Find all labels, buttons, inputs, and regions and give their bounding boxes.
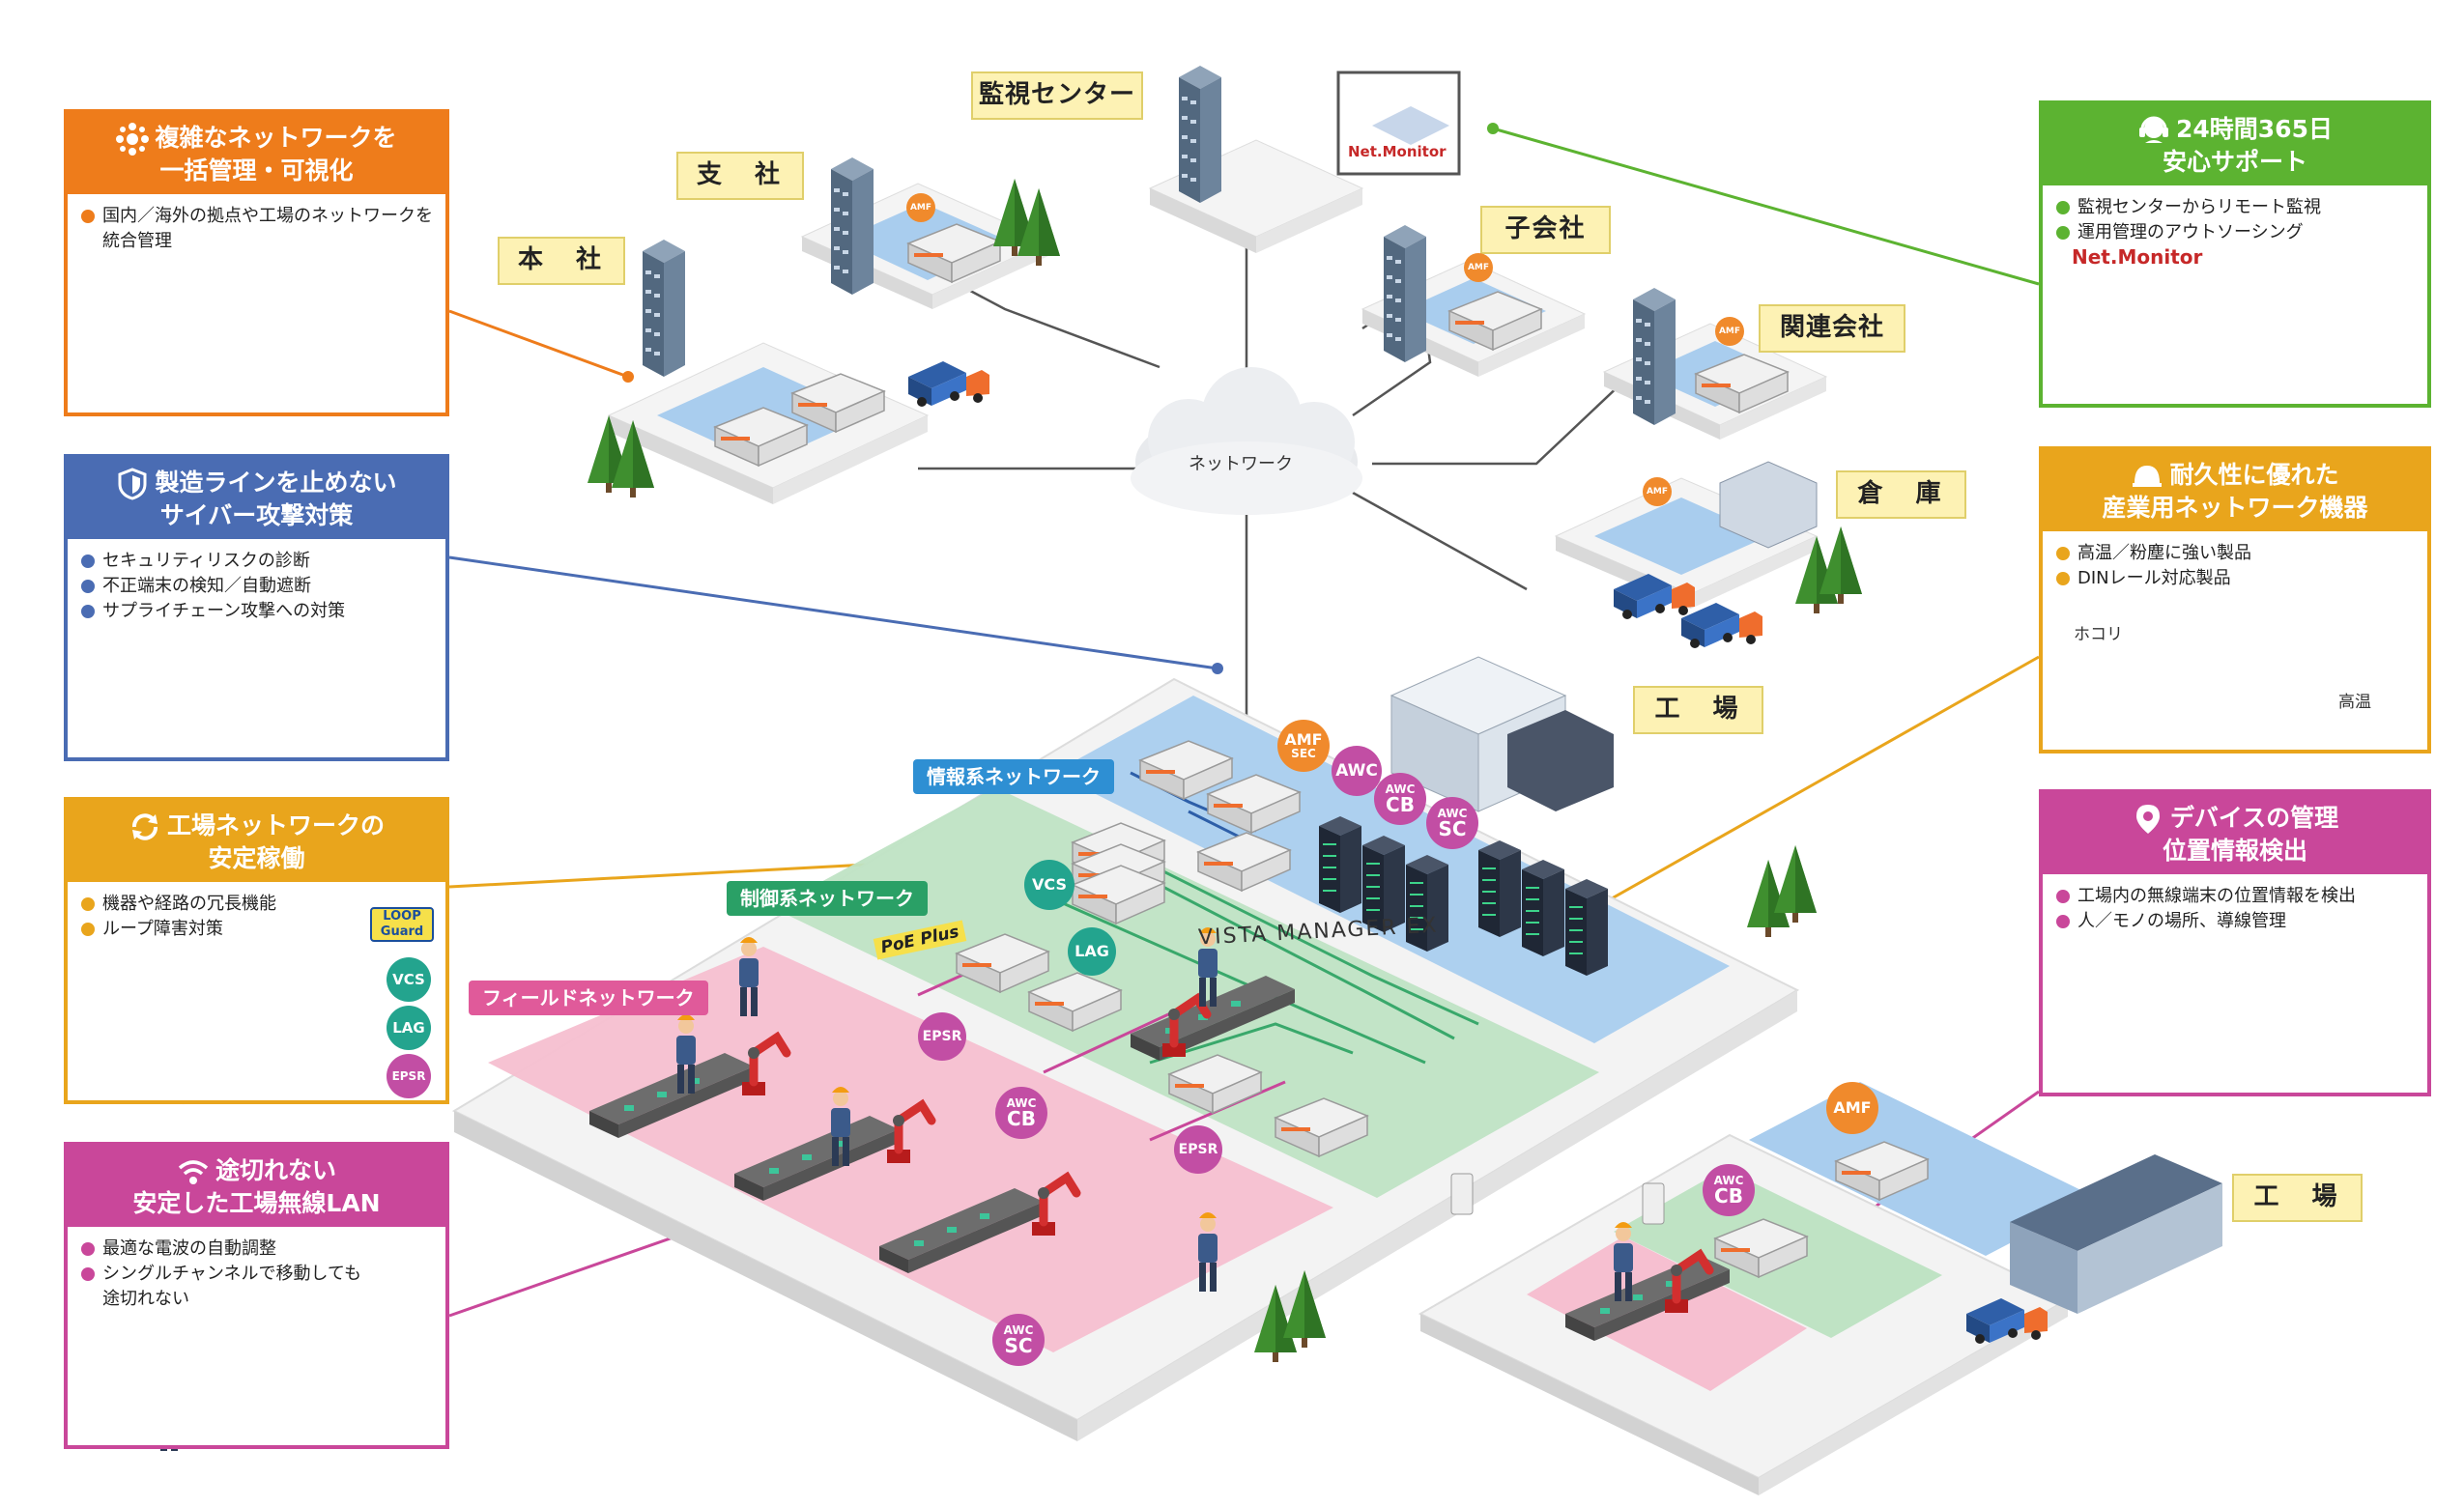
panel-cyber-security: 製造ラインを止めない サイバー攻撃対策 セキュリティリスクの診断 不正端末の検知… (64, 454, 449, 761)
site-subsidiary (1361, 225, 1587, 377)
site-headquarters (587, 240, 930, 504)
list-item: ループ障害対策 (79, 917, 445, 942)
netmonitor-logo-panel: Net.Monitor (2072, 245, 2203, 269)
helmet-icon (2131, 460, 2163, 493)
lag-badge-panel: LAG (387, 1006, 431, 1050)
dust-label: ホコリ (2074, 625, 2123, 644)
panel-stable-operation-title-1: 工場ネットワークの (166, 811, 385, 839)
panel-factory-wlan-title-1: 途切れない (215, 1156, 336, 1184)
vcs-badge: VCS (1024, 860, 1074, 910)
list-item: DINレール対応製品 (2054, 566, 2427, 591)
heat-label: 高温 (2338, 693, 2371, 712)
panel-cyber-security-header: 製造ラインを止めない サイバー攻撃対策 (68, 458, 445, 539)
panel-24h-support-header: 24時間365日 安心サポート (2043, 104, 2427, 185)
list-item: 機器や経路の冗長機能 (79, 892, 445, 917)
panel-network-visualization-title-2: 一括管理・可視化 (159, 156, 354, 185)
list-item: セキュリティリスクの診断 (79, 549, 445, 574)
field-network-label: フィールドネットワーク (469, 981, 708, 1015)
main-factory-floor (451, 656, 1817, 1441)
site-branch (800, 157, 1060, 309)
loop-guard-logo: LOOP Guard (370, 907, 434, 942)
panel-cyber-security-title-1: 製造ラインを止めない (155, 469, 397, 497)
panel-factory-wlan-header: 途切れない 安定した工場無線LAN (68, 1146, 445, 1227)
cycle-arrows-icon (129, 810, 161, 843)
list-item: 国内／海外の拠点や工場のネットワークを統合管理 (79, 204, 445, 254)
epsr-badge-field: EPSR (918, 1012, 966, 1061)
panel-industrial-devices-header: 耐久性に優れた 産業用ネットワーク機器 (2043, 450, 2427, 531)
panel-industrial-devices: 耐久性に優れた 産業用ネットワーク機器 高温／粉塵に強い製品 DINレール対応製… (2039, 446, 2431, 754)
site-affiliate (1602, 288, 1828, 440)
lag-badge: LAG (1068, 927, 1116, 976)
awc-badge: AWC (1332, 746, 1382, 796)
panel-device-location-title-2: 位置情報検出 (2162, 837, 2307, 865)
shield-icon (116, 468, 149, 500)
vcs-badge-panel: VCS (387, 957, 431, 1002)
panel-stable-operation-header: 工場ネットワークの 安定稼働 (68, 801, 445, 882)
panel-24h-support: 24時間365日 安心サポート 監視センターからリモート監視 運用管理のアウトソ… (2039, 100, 2431, 408)
panel-cyber-security-title-2: サイバー攻撃対策 (159, 501, 354, 529)
epsr-badge-panel: EPSR (387, 1054, 431, 1098)
amf-badge-subsidiary: AMF (1464, 253, 1493, 282)
panel-network-visualization: 複雑なネットワークを 一括管理・可視化 国内／海外の拠点や工場のネットワークを統… (64, 109, 449, 416)
panel-industrial-devices-title-2: 産業用ネットワーク機器 (2102, 494, 2368, 522)
list-item: サプライチェーン攻撃への対策 (79, 599, 445, 624)
wifi-icon (177, 1155, 210, 1188)
panel-network-visualization-title-1: 複雑なネットワークを (155, 124, 397, 152)
label-factory-small: 工 場 (2232, 1174, 2363, 1222)
netmonitor-logo-center: Net.Monitor (1348, 143, 1447, 160)
network-cloud (1131, 367, 1362, 515)
support-headset-icon (2137, 114, 2170, 147)
panel-device-location-title-1: デバイスの管理 (2169, 804, 2339, 832)
panel-device-location-header: デバイスの管理 位置情報検出 (2043, 793, 2427, 874)
panel-stable-operation-title-2: 安定稼働 (208, 844, 305, 872)
amf-badge-branch: AMF (906, 193, 935, 222)
network-hub-icon (116, 123, 150, 156)
label-monitor-center: 監視センター (971, 71, 1143, 120)
site-monitor-center (1148, 66, 1461, 253)
epsr-badge-control: EPSR (1174, 1125, 1222, 1174)
label-branch: 支 社 (676, 152, 804, 200)
panel-24h-support-title-2: 安心サポート (2162, 148, 2307, 176)
amf-badge-warehouse: AMF (1643, 477, 1672, 506)
panel-industrial-devices-title-1: 耐久性に優れた (2169, 461, 2339, 489)
list-item: シングルチャンネルで移動しても途切れない (79, 1262, 445, 1312)
amf-badge-affiliate: AMF (1715, 317, 1744, 346)
list-item: 高温／粉塵に強い製品 (2054, 541, 2427, 566)
list-item: 監視センターからリモート監視 (2054, 195, 2427, 220)
amf-badge-small-factory: AMF (1826, 1082, 1878, 1134)
label-subsidiary: 子会社 (1480, 206, 1611, 254)
list-item: 工場内の無線端末の位置情報を検出 (2054, 884, 2427, 909)
label-affiliate: 関連会社 (1759, 304, 1905, 353)
label-headquarters: 本 社 (498, 237, 625, 285)
control-network-label: 制御系ネットワーク (727, 881, 928, 916)
factory-building (1390, 656, 1614, 812)
panel-stable-operation: 工場ネットワークの 安定稼働 機器や経路の冗長機能 ループ障害対策 LOOP G… (64, 797, 449, 1104)
label-warehouse: 倉 庫 (1836, 470, 1966, 519)
panel-24h-support-title-1: 24時間365日 (2176, 115, 2333, 143)
network-cloud-label: ネットワーク (1189, 454, 1293, 474)
list-item: 最適な電波の自動調整 (79, 1237, 445, 1262)
location-pin-icon (2132, 803, 2164, 836)
list-item: 不正端末の検知／自動遮断 (79, 574, 445, 599)
panel-network-visualization-header: 複雑なネットワークを 一括管理・可視化 (68, 113, 445, 194)
site-warehouse (1554, 461, 1862, 648)
info-network-label: 情報系ネットワーク (913, 759, 1114, 794)
panel-factory-wlan: 途切れない 安定した工場無線LAN 最適な電波の自動調整 シングルチャンネルで移… (64, 1142, 449, 1449)
panel-device-location: デバイスの管理 位置情報検出 工場内の無線端末の位置情報を検出 人／モノの場所、… (2039, 789, 2431, 1096)
list-item: 人／モノの場所、導線管理 (2054, 909, 2427, 934)
label-factory-main: 工 場 (1633, 686, 1763, 734)
list-item: 運用管理のアウトソーシング (2054, 220, 2427, 245)
panel-factory-wlan-title-2: 安定した工場無線LAN (132, 1189, 381, 1217)
